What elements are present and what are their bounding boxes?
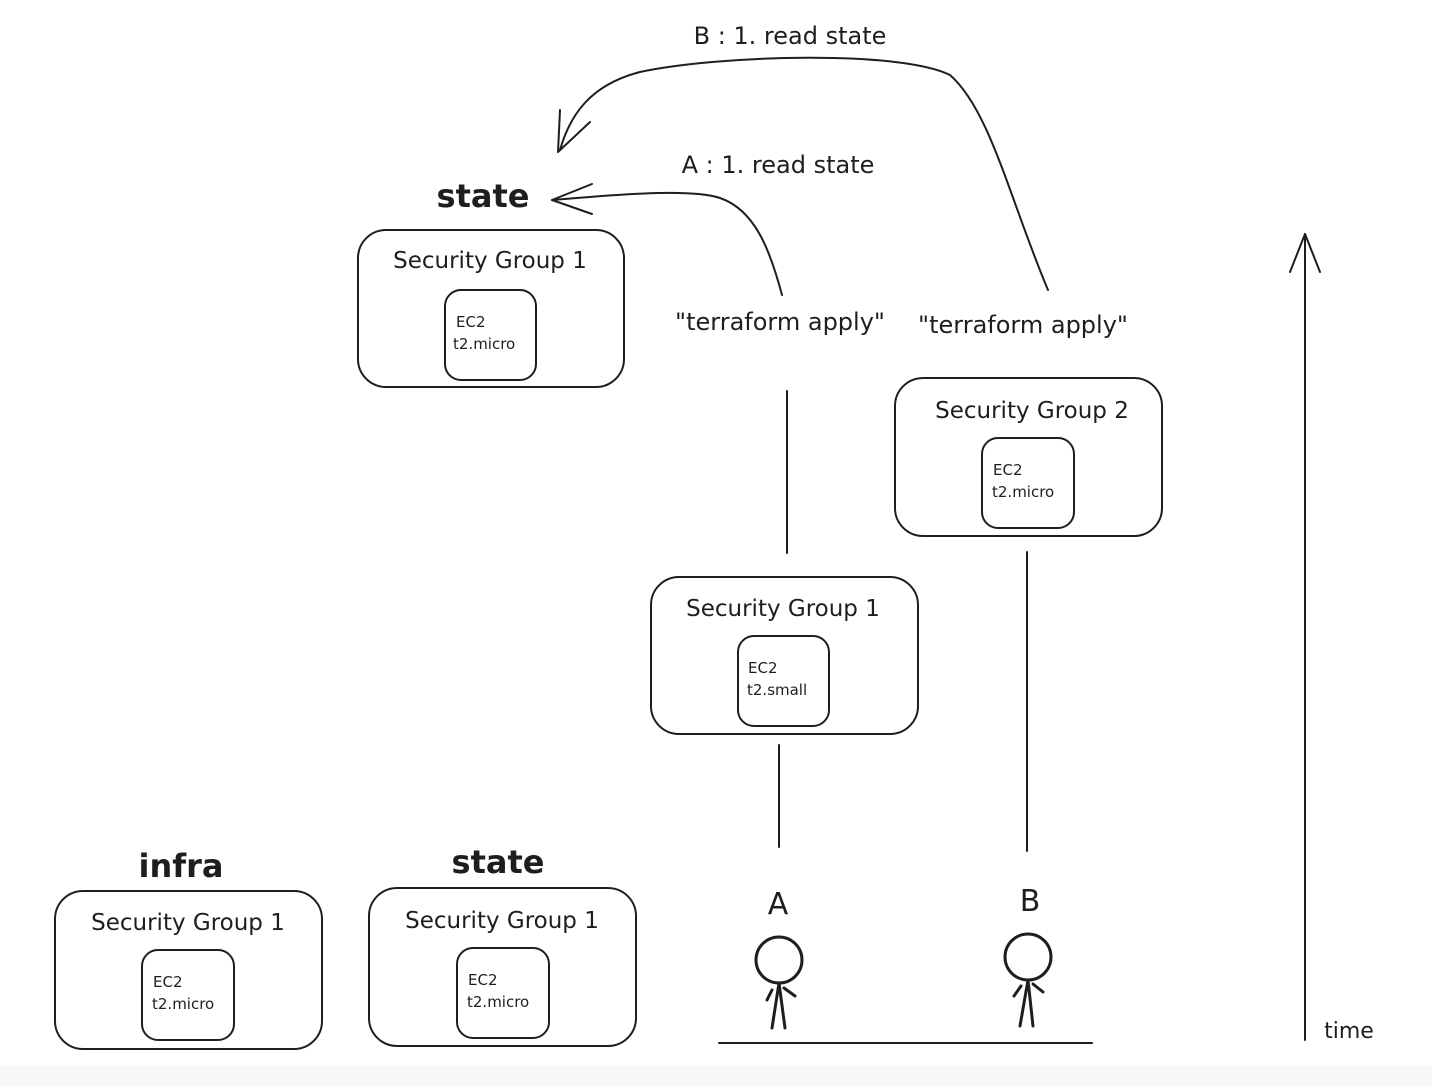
b-result-ec2-type: t2.micro <box>992 483 1054 501</box>
infra-ec2-type: t2.micro <box>152 995 214 1013</box>
time-label: time <box>1324 1019 1374 1044</box>
b-result-ec2: EC2 t2.micro <box>981 437 1075 529</box>
top-state-security-group: Security Group 1 EC2 t2.micro <box>357 229 625 388</box>
arrow-a-label: A : 1. read state <box>682 151 875 179</box>
arrow-a-curve <box>551 191 783 296</box>
arrow-b-head <box>557 109 591 153</box>
top-state-ec2: EC2 t2.micro <box>444 289 537 381</box>
user-b-stick-figure <box>1003 932 1053 1028</box>
bottom-state-ec2-label: EC2 <box>468 971 498 989</box>
infra-security-group: Security Group 1 EC2 t2.micro <box>54 890 323 1050</box>
a-result-sg-title: Security Group 1 <box>686 596 880 622</box>
bottom-state-label: state <box>452 843 545 881</box>
infra-ec2: EC2 t2.micro <box>141 949 235 1041</box>
top-state-sg-title: Security Group 1 <box>393 248 587 274</box>
b-result-sg-title: Security Group 2 <box>935 398 1129 424</box>
user-b-label: B <box>1020 884 1041 919</box>
a-result-ec2-label: EC2 <box>748 659 778 677</box>
arrow-b-curve <box>559 56 1049 291</box>
bottom-state-sg-title: Security Group 1 <box>405 908 599 934</box>
user-a-label: A <box>768 887 789 922</box>
infra-ec2-label: EC2 <box>153 973 183 991</box>
top-state-label: state <box>437 177 530 215</box>
user-a-stick-figure <box>754 935 804 1030</box>
a-result-ec2: EC2 t2.small <box>737 635 830 727</box>
bottom-state-security-group: Security Group 1 EC2 t2.micro <box>368 887 637 1047</box>
time-arrow <box>1289 233 1321 1041</box>
b-result-ec2-label: EC2 <box>993 461 1023 479</box>
infra-sg-title: Security Group 1 <box>91 910 285 936</box>
bottom-infra-label: infra <box>138 847 223 885</box>
b-result-security-group: Security Group 2 EC2 t2.micro <box>894 377 1163 537</box>
top-state-ec2-type: t2.micro <box>453 335 515 353</box>
a-result-security-group: Security Group 1 EC2 t2.small <box>650 576 919 735</box>
a-result-ec2-type: t2.small <box>747 681 807 699</box>
bottom-state-ec2: EC2 t2.micro <box>456 947 550 1039</box>
apply-b-label: "terraform apply" <box>918 311 1128 339</box>
arrow-a-head <box>551 183 593 215</box>
arrow-b-label: B : 1. read state <box>694 22 887 50</box>
bottom-strip <box>0 1066 1432 1086</box>
top-state-ec2-label: EC2 <box>456 313 486 331</box>
bottom-state-ec2-type: t2.micro <box>467 993 529 1011</box>
apply-a-label: "terraform apply" <box>675 308 885 336</box>
